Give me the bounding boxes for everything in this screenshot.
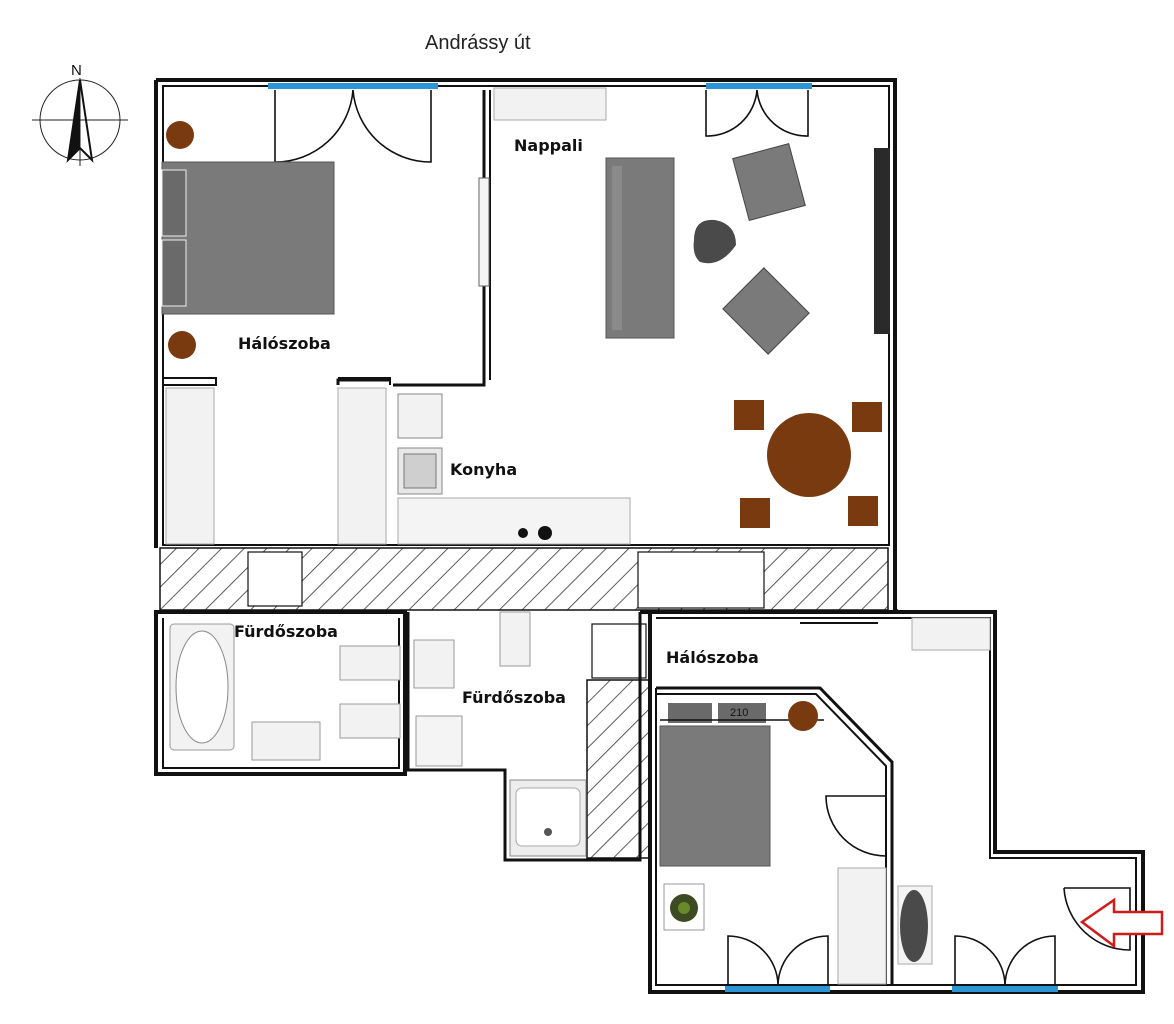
doors xyxy=(274,89,1131,986)
room-label-living: Nappali xyxy=(514,136,583,155)
bed-dimension-label: 210 xyxy=(730,707,749,719)
compass-north-label: N xyxy=(71,62,82,79)
room-label-bathroom-2: Fürdőszoba xyxy=(462,688,566,707)
bathroom-furniture xyxy=(169,611,587,857)
room-label-bedroom-1: Hálószoba xyxy=(238,334,331,353)
compass-icon xyxy=(32,78,128,166)
living-furniture xyxy=(493,87,890,528)
room-label-bedroom-2: Hálószoba xyxy=(666,648,759,667)
bedroom-2-furniture xyxy=(659,617,991,985)
bedroom-1-furniture xyxy=(161,121,490,545)
windows xyxy=(268,83,1058,992)
room-label-bathroom-1: Fürdőszoba xyxy=(234,622,338,641)
kitchen-furniture xyxy=(397,393,631,545)
street-label: Andrássy út xyxy=(425,32,531,54)
entrance-arrow-icon xyxy=(1079,897,1164,949)
walls xyxy=(154,78,1145,994)
room-label-kitchen: Konyha xyxy=(450,460,518,479)
